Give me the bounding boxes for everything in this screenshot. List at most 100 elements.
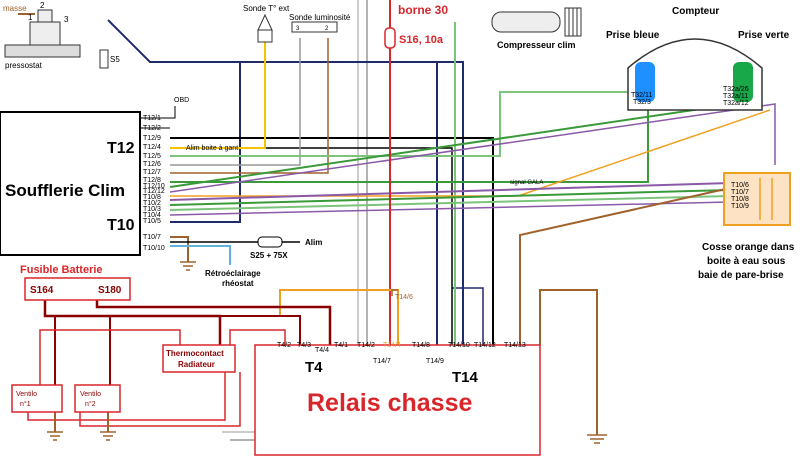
- label-sonde-lum-pin2: 2: [325, 26, 329, 32]
- soufflerie-pin-label: T12/6: [143, 161, 161, 168]
- ventilo-1-box: [11, 384, 63, 413]
- soufflerie-pin-label: T10/10: [143, 245, 165, 252]
- wire-brown-sonde-lum: [170, 38, 329, 174]
- label-signal-gala: signal GALA: [510, 180, 543, 186]
- sonde-ext: [257, 13, 273, 43]
- label-masse: masse: [3, 4, 27, 13]
- relais-pin-label: T4/2: [277, 342, 291, 349]
- label-soufflerie: Soufflerie Clim: [5, 181, 125, 200]
- wire-ground-t14: [539, 289, 598, 435]
- compresseur-body: [491, 11, 561, 33]
- relais-pin-label: T14/4: [383, 342, 401, 349]
- wire-red-ventilo-return: [27, 372, 226, 421]
- ground-symbol-v2: [100, 431, 116, 441]
- fuse-s16: [384, 27, 396, 49]
- label-relais-chasse: Relais chasse: [307, 389, 472, 417]
- label-s25: S25 + 75X: [250, 251, 288, 260]
- label-fuse-s16: S16, 10a: [399, 34, 444, 46]
- label-alim-boite: Alim boite à gant: [186, 145, 238, 152]
- label-compteur: Compteur: [672, 6, 719, 17]
- fuse-s25: [257, 236, 283, 248]
- relais-chasse-box: [254, 344, 541, 456]
- soufflerie-pin-label: T12/7: [143, 169, 161, 176]
- wire-red-thermo: [39, 329, 181, 385]
- label-fusible-batterie: Fusible Batterie: [20, 264, 103, 276]
- soufflerie-pin-label: T10/3: [143, 206, 161, 213]
- label-pressostat: pressostat: [5, 61, 43, 70]
- label-t10-7: T10/7: [731, 189, 749, 196]
- label-t32a-12: T32a/12: [723, 100, 749, 107]
- relais-pin-label: T14/8: [412, 342, 430, 349]
- label-s5: S5: [110, 55, 120, 64]
- sonde-ext-symbol: [257, 13, 273, 31]
- wire-purple-cosse-2: [169, 201, 731, 216]
- ventilo-2-box: [74, 384, 121, 413]
- relais-pin-label: T4/1: [334, 342, 348, 349]
- wire-navy-compressor: [388, 61, 464, 345]
- soufflerie-pin-label: T10/4: [143, 212, 161, 219]
- obd-lead: [170, 106, 176, 119]
- label-ventilo1-1: Ventilo: [16, 391, 37, 398]
- label-sonde-lum: Sonde luminosité: [289, 13, 351, 22]
- relais-pin-label: T14/9: [426, 358, 444, 365]
- soufflerie-box: [0, 111, 141, 256]
- label-t10: T10: [107, 217, 135, 234]
- wire-brown-ground: [170, 236, 189, 262]
- soufflerie-pin-label: T12/10: [143, 183, 165, 190]
- label-t32-11: T32/11: [631, 92, 652, 99]
- cosse-orange-box: [723, 172, 791, 226]
- wire-sky-retro: [170, 245, 231, 265]
- s5-resistor: [99, 49, 109, 69]
- label-t4: T4: [305, 359, 323, 376]
- wire-green-cosse: [169, 189, 731, 206]
- wire-purple-cosse: [169, 182, 731, 201]
- soufflerie-pin-label: T10/2: [143, 200, 161, 207]
- prise-bleue-connector: [635, 62, 655, 102]
- label-t10-8: T10/8: [731, 196, 749, 203]
- label-cosse-2: boite à eau sous: [707, 256, 786, 267]
- label-ventilo2-1: Ventilo: [80, 391, 101, 398]
- prise-verte-connector: [733, 62, 753, 102]
- label-sonde-ext: Sonde T° ext: [243, 4, 290, 13]
- label-s164: S164: [30, 285, 54, 296]
- sonde-ext-body: [257, 29, 273, 43]
- relais-pin-label: T4/4: [315, 347, 329, 354]
- soufflerie-pin-label: T12/9: [143, 135, 161, 142]
- label-obd: OBD: [174, 97, 189, 104]
- wire-darkred-s164: [43, 300, 222, 345]
- soufflerie-pin-label: T10/7: [143, 234, 161, 241]
- label-t32a-11: T32a/11: [723, 93, 748, 100]
- label-prise-bleue: Prise bleue: [606, 30, 660, 41]
- wire-green-compteur: [169, 99, 763, 188]
- compresseur-clim: [491, 7, 582, 37]
- label-t32a-26: T32a/26: [723, 86, 749, 93]
- wire-brown-t14-6: [391, 289, 398, 296]
- label-t12: T12: [107, 140, 135, 157]
- label-cosse-3: baie de pare-brise: [698, 270, 784, 281]
- wire-orange-t14-4: [279, 289, 399, 345]
- soufflerie-pin-label: T12/2: [143, 125, 161, 132]
- thermocontact-box: [162, 344, 236, 373]
- label-t14: T14: [452, 369, 479, 386]
- label-sonde-lum-pin3: 3: [296, 26, 300, 32]
- label-ventilo2-2: n°2: [85, 400, 96, 408]
- wire-green-t12-10: [170, 104, 649, 183]
- wire-brown-t14-13: [519, 187, 731, 345]
- ground-symbol-t10: [180, 261, 196, 271]
- relais-pin-label: T14/12: [474, 342, 496, 349]
- label-compresseur: Compresseur clim: [497, 40, 576, 50]
- label-pin1: 1: [28, 13, 33, 22]
- ground-symbol-relais: [587, 434, 607, 444]
- soufflerie-pin-label: T12/4: [143, 144, 161, 151]
- wire-yellow-sonde: [170, 42, 266, 149]
- fusible-batterie-box: [24, 277, 131, 301]
- wire-red-thermo-t4: [229, 329, 286, 345]
- wire-lightgreen-cosse: [169, 195, 731, 211]
- relais-pin-label: T14/10: [448, 342, 470, 349]
- label-cosse-1: Cosse orange dans: [702, 242, 795, 253]
- pressostat-connector: [37, 9, 53, 23]
- pressostat-base: [4, 44, 81, 58]
- soufflerie-pin-labels: T12/1T12/2T12/9T12/4T12/5T12/6T12/7T12/8…: [143, 115, 165, 252]
